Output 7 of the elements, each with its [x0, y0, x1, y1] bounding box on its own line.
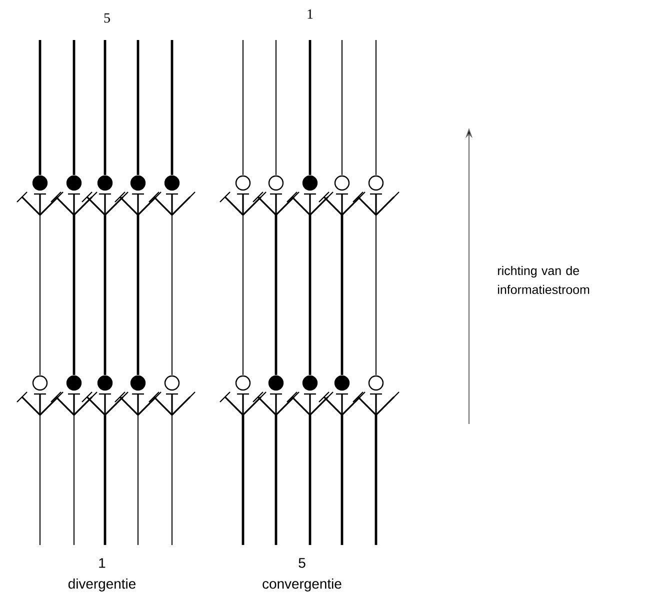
caption-label: convergentie [262, 578, 342, 592]
count-label: 5 [104, 13, 110, 23]
count-label: 1 [308, 9, 313, 19]
count-label: 1 [99, 558, 106, 568]
caption-label: divergentie [68, 578, 136, 592]
direction-label: richting van de informatiestroom [498, 266, 590, 294]
count-label: 5 [298, 558, 306, 568]
